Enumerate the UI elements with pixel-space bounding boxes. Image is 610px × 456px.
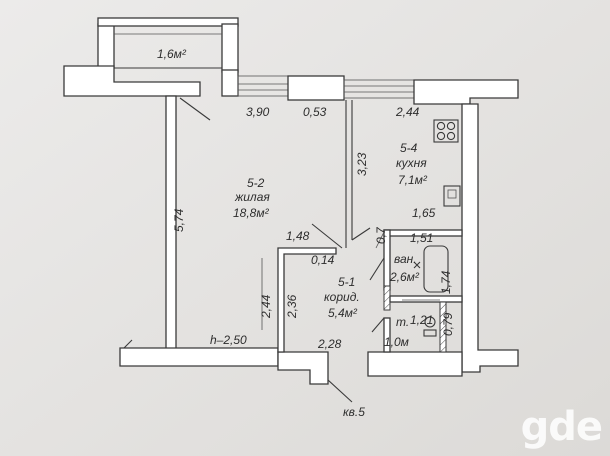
door-kitchen [351, 227, 371, 241]
washbasin-icon [413, 261, 421, 269]
dim-corr-height-a: 2,44 [259, 294, 273, 319]
door-entrance [327, 379, 353, 403]
balcony-left-wall [97, 23, 115, 69]
corridor-id: 5-1 [338, 275, 355, 289]
exterior-walls [63, 65, 519, 385]
dim-wc-width: 1,21 [410, 313, 433, 327]
door-balcony [179, 97, 211, 121]
dimension-lines [261, 231, 440, 330]
partition-bath-wc [389, 295, 463, 303]
wall-right [461, 103, 519, 373]
bath-hatch [383, 285, 391, 311]
wall-top-pier-2 [287, 75, 345, 101]
dim-bath-width: 1,51 [410, 231, 433, 245]
wc-hatch [439, 301, 447, 353]
ceiling-height: h–2,50 [210, 333, 247, 347]
dim-living-depth: 5,74 [172, 208, 186, 232]
dim-corr-side: 0,7 [374, 226, 388, 244]
watermark-text: gde [520, 404, 603, 450]
bath-name: ван. [394, 252, 417, 266]
kitchen-fixtures [413, 119, 461, 337]
living-name: жилая [234, 190, 270, 204]
wall-bottom-left [119, 347, 279, 367]
partitions [123, 97, 463, 403]
door-bath [369, 257, 385, 281]
dim-wall-pier: 0,53 [303, 105, 327, 119]
wc-name: т. [396, 315, 409, 329]
partition-corridor [277, 247, 337, 353]
balcony-area: 1,6м² [157, 47, 187, 61]
kitchen-area: 7,1м² [398, 173, 428, 187]
kitchen-name: кухня [396, 156, 427, 170]
wall-top-left [63, 65, 201, 97]
door-living [311, 223, 343, 249]
door-wc [371, 317, 385, 333]
dim-wc-depth: 0,79 [441, 312, 455, 336]
dim-kitchen-inner: 1,65 [412, 206, 436, 220]
living-area: 18,8м² [233, 206, 270, 220]
wall-entrance [277, 351, 329, 385]
dim-kitchen-width: 2,44 [395, 105, 420, 119]
toilet-icon [424, 316, 436, 328]
dim-corr-bottom: 2,28 [317, 337, 342, 351]
partition-wc-left [383, 317, 391, 353]
dim-corr-height-b: 2,36 [285, 294, 299, 319]
balcony [97, 17, 239, 73]
dim-bath-depth: 1,74 [439, 270, 453, 294]
dim-living-width: 3,90 [246, 105, 270, 119]
sink-icon [443, 185, 461, 207]
corridor-area: 5,4м² [328, 306, 358, 320]
dim-kitchen-depth: 3,23 [355, 152, 369, 176]
watermark-logo: gde [520, 404, 603, 450]
wall-top-right [413, 79, 519, 105]
living-id: 5-2 [247, 176, 265, 190]
bathtub [423, 245, 449, 293]
balcony-right-wall [221, 23, 239, 73]
dim-corr-step: 0,14 [311, 253, 335, 267]
bath-area: 2,6м² [389, 270, 420, 284]
dim-corr-top: 1,48 [286, 229, 310, 243]
labels: 1,6м² 3,90 0,53 2,44 5-4 кухня 7,1м² 3,2… [157, 47, 455, 419]
balcony-top-wall [97, 17, 239, 27]
kitchen-id: 5-4 [400, 141, 418, 155]
wall-top-pier-1 [221, 69, 239, 97]
stove-icon [433, 119, 459, 143]
corridor-name: корид. [324, 290, 360, 304]
wall-bottom-right [367, 351, 463, 377]
apartment-number: кв.5 [343, 405, 365, 419]
wc-area: 1,0м [384, 335, 409, 349]
